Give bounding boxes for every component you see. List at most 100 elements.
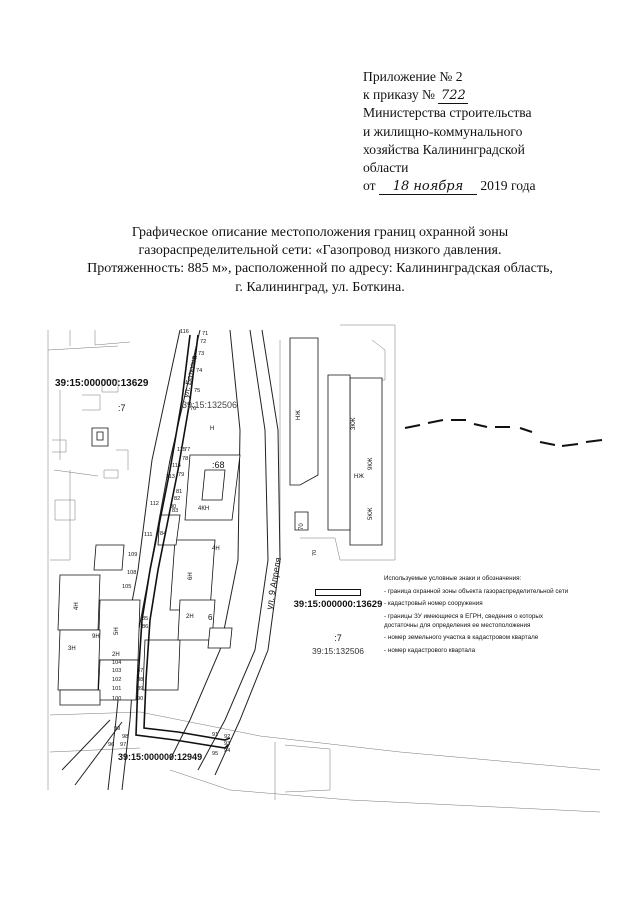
legend-symbol-parcel: :7	[334, 633, 342, 643]
point-label: 108	[127, 570, 136, 576]
point-label: 111	[144, 532, 153, 538]
point-label: 75	[194, 388, 200, 394]
point-label: 112	[150, 501, 159, 507]
point-label: 103	[112, 668, 121, 674]
building-label: 2Н	[112, 652, 120, 658]
document-title: Графическое описание местоположения гран…	[40, 224, 600, 297]
ministry-line-1: Министерства строительства	[363, 105, 532, 121]
building-label: НЖ	[296, 410, 302, 420]
point-label: 70	[312, 550, 318, 556]
legend-heading: Используемые условные знаки и обозначени…	[384, 575, 522, 582]
legend-item-quarter-number: 39:15:132506 - номер кадастрового кварта…	[296, 646, 626, 656]
point-label: 99	[114, 726, 120, 732]
building-labels: Н 2Н 3Н 4Н 5Н 6Н 9Н 2Н 4КН НЖ НЖ 3КЖ 5КЖ…	[68, 410, 374, 658]
legend-text: - номер земельного участка в кадастровом…	[384, 634, 539, 641]
appendix-title: Приложение № 2	[363, 69, 463, 84]
legend-text: - границы ЗУ имеющиеся в ЕГРН, сведения …	[384, 613, 544, 620]
parcel-boundary-dashed	[404, 419, 603, 447]
legend-item-parcel-number: :7 - номер земельного участка в кадастро…	[296, 633, 626, 643]
title-line-2: газораспределительной сети: «Газопровод …	[138, 243, 502, 259]
point-label: 89	[137, 686, 143, 692]
point-label: 91	[212, 732, 218, 738]
point-label: 80	[170, 504, 176, 510]
legend-symbol-quarter: 39:15:132506	[312, 646, 364, 656]
building-label: 70	[299, 523, 305, 530]
point-label: 116	[180, 329, 189, 335]
point-label: 76	[190, 406, 196, 412]
building-label: 2Н	[186, 614, 194, 620]
point-label: 100	[112, 696, 121, 702]
point-label: 77	[184, 447, 190, 453]
building-label: 6Н	[188, 572, 194, 580]
building-label: 4Н	[74, 602, 80, 610]
point-label: 92	[224, 734, 230, 740]
cadastral-label-bottom: 39:15:000000:12949	[118, 752, 202, 762]
point-label: 101	[112, 686, 121, 692]
date-handwritten: 18 ноября	[378, 180, 477, 196]
title-line-3: Протяженность: 885 м», расположенной по …	[87, 261, 553, 277]
legend-item-land-plots-cont: достаточны для определения ее местополож…	[296, 621, 626, 631]
point-labels: 116 115 114 113 112 111 109 108 105 104 …	[108, 329, 318, 757]
point-label: 83	[172, 508, 178, 514]
order-line: к приказу № 722	[363, 86, 613, 105]
legend-symbol-zone	[296, 587, 380, 597]
point-label: 81	[176, 489, 182, 495]
appendix-block: Приложение № 2 к приказу № 722 Министерс…	[363, 68, 613, 196]
point-label: 88	[137, 677, 143, 683]
point-label: 93	[224, 741, 230, 747]
point-label: 71	[202, 331, 208, 337]
building-label: Н	[210, 426, 214, 432]
building-label: НЖ	[354, 474, 364, 480]
building-label: 3Н	[68, 646, 76, 652]
point-label: 98	[122, 734, 128, 740]
point-label: 84	[160, 531, 166, 537]
point-label: 86	[142, 624, 148, 630]
buildings	[57, 337, 383, 706]
legend-text: достаточны для определения ее местополож…	[384, 622, 531, 629]
point-label: 105	[122, 584, 131, 590]
gas-protective-zone	[135, 334, 231, 749]
point-label: 102	[112, 677, 121, 683]
point-label: 74	[196, 368, 202, 374]
point-label: 87	[137, 668, 143, 674]
ministry-line-3: хозяйства Калининградской	[363, 141, 525, 157]
point-label: 113	[166, 474, 175, 480]
quarter-label: 39:15:132506	[182, 400, 237, 410]
point-label: 109	[128, 552, 137, 558]
cadastral-label-top: 39:15:000000:13629	[55, 378, 149, 389]
legend-text: - номер кадастрового квартала	[384, 647, 476, 654]
ministry-line-4: области	[363, 160, 409, 176]
building-label: 4КН	[198, 506, 209, 512]
legend-text: - кадастровый номер сооружения	[384, 600, 483, 607]
parcel-label-6: 6	[208, 613, 213, 622]
legend-text: - граница охранной зоны объекта газорасп…	[384, 588, 569, 595]
building-label: 5КЖ	[368, 507, 374, 520]
date-line: от 18 ноября 2019 года	[363, 177, 613, 196]
legend-symbol-cadastral: 39:15:000000:13629	[293, 598, 383, 610]
building-label: 5Н	[114, 627, 120, 635]
title-line-1: Графическое описание местоположения гран…	[131, 225, 509, 240]
point-label: 79	[178, 472, 184, 478]
point-label: 97	[120, 742, 126, 748]
building-label: 9Н	[92, 634, 100, 640]
ministry-line-2: и жилищно-коммунального	[363, 123, 523, 139]
point-label: 96	[108, 742, 114, 748]
order-prefix: к приказу №	[363, 87, 436, 103]
date-suffix: 2019 года	[480, 178, 536, 194]
point-label: 90	[137, 696, 143, 702]
point-label: 115	[177, 447, 186, 453]
point-label: 85	[142, 616, 148, 622]
map-background-grid	[47, 324, 601, 813]
date-prefix: от	[363, 178, 376, 194]
point-label: 94	[224, 748, 230, 754]
order-number-handwritten: 722	[438, 89, 469, 105]
point-label: 104	[112, 660, 121, 666]
legend-item-land-plots: - границы ЗУ имеющиеся в ЕГРН, сведения …	[296, 612, 626, 622]
point-label: 114	[172, 463, 181, 469]
title-line-4: г. Калининград, ул. Боткина.	[235, 279, 405, 295]
building-label: 4Н	[212, 546, 220, 552]
protective-zone-swatch	[315, 588, 361, 596]
building-label: 9КЖ	[368, 457, 374, 470]
building-label: 3КЖ	[351, 417, 357, 430]
